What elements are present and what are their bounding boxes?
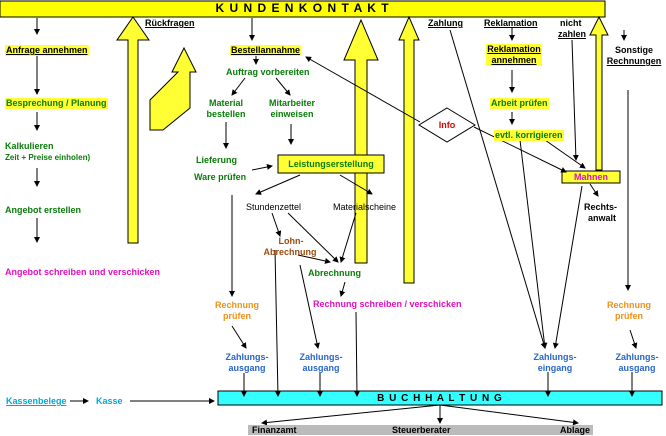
zahlungsausgang-1-label-1: Zahlungs- [225,352,269,362]
kasse-label: Kasse [96,396,123,406]
lieferung-label: Lieferung [196,155,238,165]
rueckfragen-arrow [149,46,197,131]
buchhaltung-title: B U C H H A L T U N G [377,393,503,404]
abrechnung-label: Abrechnung [308,268,361,278]
lohn-abrechnung-label-2: Abrechnung [263,247,317,257]
reklamation-annehmen-label-1: Reklamation [486,44,542,55]
rechnung-pruefen-right-label-2: prüfen [615,311,643,321]
leistungserstellung-label: Leistungserstellung [288,159,374,169]
kalkulieren-label: Kalkulieren [5,141,54,151]
kundenkontakt-title: K U N D E N K O N T A K T [215,1,390,15]
besprechung-planung-label: Besprechung / Planung [5,98,108,109]
korrigieren-label: evtl. korrigieren [494,130,564,141]
big-up-arrow-middle [343,18,379,264]
rechtsanwalt-label-2: anwalt [588,213,617,223]
steuerberater-label: Steuerberater [392,425,451,435]
zahlung-label: Zahlung [428,18,463,28]
big-up-arrow-right [398,15,420,284]
ablage-label: Ablage [560,425,591,435]
mahnen-frame [561,170,621,184]
material-bestellen-label-1: Material [208,98,243,108]
rechnung-schreiben-label: Rechnung schreiben / verschicken [313,299,462,309]
kalkulieren-sub-label: Zeit + Preise einholen) [5,153,91,162]
nicht-zahlen-label-1: nicht [560,18,582,28]
reklamation-label: Reklamation [484,18,538,28]
leistungserstellung-frame [277,154,385,174]
zahlungsausgang-3-label-1: Zahlungs- [615,352,659,362]
ware-pruefen-label: Ware prüfen [194,172,247,182]
zahlungseingang-label-1: Zahlungs- [533,352,577,362]
finanzamt-label: Finanzamt [252,425,297,435]
mahnen-label: Mahnen [573,172,608,182]
zahlungsausgang-1-label-2: ausgang [228,363,266,373]
footer-bar [248,425,593,435]
rechnung-pruefen-left-label-2: prüfen [223,311,251,321]
zahlungseingang-label-2: eingang [537,363,573,373]
auftrag-vorbereiten-label: Auftrag vorbereiten [226,67,310,77]
flow-arrows [34,18,638,426]
nicht-zahlen-label-2: zahlen [558,29,587,39]
lohn-abrechnung-label-1: Lohn- [278,236,304,246]
mitarbeiter-einweisen-label-2: einweisen [270,109,314,119]
angebot-schreiben-label: Angebot schreiben und verschicken [5,267,161,277]
big-up-arrow-left [116,16,150,244]
bestellannahme-label: Bestellannahme [230,45,302,56]
materialscheine-label: Materialscheine [333,202,397,212]
mitarbeiter-einweisen-label-1: Mitarbeiter [268,98,315,108]
rechtsanwalt-label-1: Rechts- [584,202,618,212]
rechnung-pruefen-left-label-1: Rechnung [215,300,259,310]
anfrage-annehmen-label: Anfrage annehmen [5,45,89,56]
material-bestellen-label-2: bestellen [206,109,246,119]
info-label: Info [438,120,456,130]
thin-up-arrow-far-right [589,15,609,171]
zahlungsausgang-2-label-2: ausgang [302,363,340,373]
angebot-erstellen-label: Angebot erstellen [5,205,82,215]
kundenkontakt-bar [0,0,606,18]
stundenzettel-label: Stundenzettel [246,202,302,212]
reklamation-annehmen-label-2: annehmen [486,55,542,66]
zahlungsausgang-3-label-2: ausgang [618,363,656,373]
zahlungsausgang-2-label-1: Zahlungs- [299,352,343,362]
arbeit-pruefen-label: Arbeit prüfen [490,98,549,109]
sonstige-rechnungen-label-2: Rechnungen [606,56,662,66]
rechnung-pruefen-right-label-1: Rechnung [607,300,651,310]
sonstige-rechnungen-label-1: Sonstige [614,45,653,55]
info-diamond [418,107,476,143]
kassenbelege-label: Kassenbelege [6,396,67,406]
rueckfragen-label: Rückfragen [145,18,195,28]
